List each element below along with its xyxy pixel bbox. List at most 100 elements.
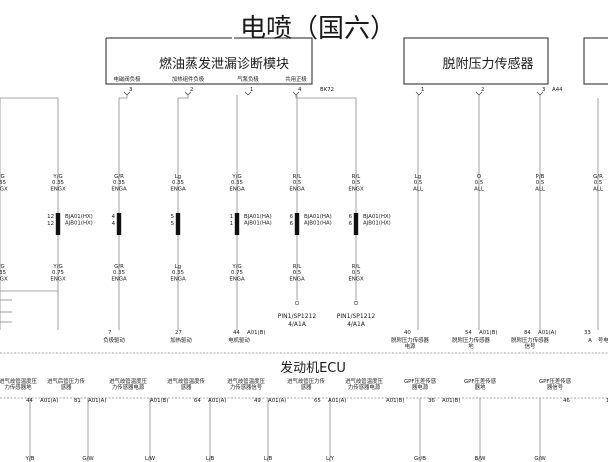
desorption-sensor-box: [403, 37, 549, 85]
inline-connector-pin: 5: [171, 214, 174, 220]
wire-spec-label: Y/G: [52, 174, 62, 180]
pin-tick: [123, 91, 131, 96]
wire-color-label: G/W: [534, 456, 546, 462]
ecu-pin-name: 脱附压力传感器: [511, 336, 549, 344]
ecu-pin-name: 器电源: [412, 383, 429, 391]
ecu-pin-name: 感器: [301, 383, 312, 391]
ecu-pin-name: GPF压差传感: [539, 377, 572, 385]
wire-spec-label: Lg: [175, 174, 181, 180]
wire-spec-label: ENGA: [111, 276, 127, 282]
inline-connector-pin: 5: [171, 221, 174, 227]
splice-point: [353, 300, 359, 306]
wire-spec-label: G/R: [593, 174, 603, 180]
pin-tick: [415, 91, 423, 96]
wire-spec-label: 0.35: [113, 270, 125, 276]
evap-pin-number: 2: [190, 87, 193, 93]
inline-connector-pin: 6: [290, 221, 294, 227]
wire: [178, 95, 189, 99]
wire-spec-label: ENGA: [229, 276, 245, 282]
wire-spec-label: 0.35: [0, 270, 6, 276]
inline-connector-name: BJA01(HA): [304, 214, 332, 220]
evap-pin-name: 气泵负极: [237, 75, 259, 83]
inline-connector: [234, 213, 240, 235]
ecu-pin-connector: A01(B): [386, 398, 404, 404]
wire-spec-label: 0.5: [293, 180, 302, 186]
desorption-pin-number: 2: [481, 87, 484, 93]
ecu-pin-connector: A01(A): [268, 398, 286, 404]
wire-spec-label: R/L: [293, 174, 302, 180]
ecu-pin-name: 进气歧管压力传: [287, 377, 325, 385]
evap-pin-name: 共用正极: [285, 75, 307, 83]
evap-pin-number: 1: [250, 87, 253, 93]
ecu-pin-name: 号电源: [598, 336, 608, 344]
ecu-pin-name: 感器: [61, 383, 72, 391]
ecu-pin-name: 地: [468, 342, 474, 350]
inline-connector: [116, 213, 122, 235]
ecu-pin-name: 进气歧管温度压: [345, 377, 383, 385]
wire-spec-label: ENGX: [348, 186, 364, 192]
wire-spec-label: 0.35: [172, 270, 184, 276]
wire-spec-label: 0.5: [352, 270, 361, 276]
ecu-pin-name: 负极驱动: [103, 336, 125, 344]
wire-spec-label: ALL: [474, 186, 484, 192]
inline-connector: [353, 213, 359, 235]
evap-pin-name: 加热组件负极: [172, 75, 205, 83]
ecu-pin-connector: A01(B): [150, 398, 168, 404]
inline-connector-name: AJB01(HX): [65, 221, 93, 227]
pin-tick: [475, 91, 483, 96]
wire-spec-label: ENGA: [170, 276, 186, 282]
wire-spec-label: G/R: [114, 174, 124, 180]
wire-spec-label: Y/G: [231, 264, 241, 270]
ecu-pin-number: 65: [314, 398, 321, 404]
ecu-pin-number: 54: [465, 330, 472, 336]
next-module-box-edge: [583, 37, 608, 85]
wire-color-label: L/B: [206, 456, 215, 462]
pin-tick: [292, 91, 300, 96]
evap-pin-name: 电磁阀负极: [114, 75, 142, 83]
ecu-pin-number: 44: [233, 330, 240, 336]
ecu-pin-name: 力传感器信号: [230, 383, 263, 391]
ecu-pin-number: 36: [428, 398, 435, 404]
ecu-pin-name: 电源: [405, 342, 416, 350]
evap-pin-number: 3: [129, 87, 132, 93]
inline-connector-pin: 6: [290, 214, 294, 220]
inline-connector-name: BJA01(HX): [363, 214, 391, 220]
inline-connector-pin: 1: [230, 214, 233, 220]
wire-spec-label: P/B: [536, 174, 545, 180]
wire-color-label: L/Y: [326, 456, 335, 462]
wire-spec-label: 0.75: [52, 270, 64, 276]
wire-spec-label: ENGA: [289, 186, 305, 192]
wire-spec-label: 0.5: [293, 270, 302, 276]
evap-module-box: [105, 37, 313, 85]
wire: [295, 95, 356, 99]
ecu-pin-name: 力传感器电源: [112, 383, 145, 391]
inline-connector-pin: 1: [230, 221, 233, 227]
ecu-pin-name: GPF压差传感: [404, 377, 437, 385]
wire-spec-label: 0.75: [231, 270, 243, 276]
pin-tick: [536, 91, 544, 96]
ecu-pin-name: 电机驱动: [228, 336, 250, 344]
ecu-label: 发动机ECU: [280, 360, 346, 376]
ecu-pin-name: 进气歧管温度压: [109, 377, 147, 385]
ecu-pin-connector: A01(A): [88, 398, 106, 404]
wire-spec-label: ENGA: [229, 186, 245, 192]
wire-spec-label: R/L: [293, 264, 302, 270]
wire-spec-label: 0.35: [0, 180, 6, 186]
splice-sub-label: 4/A1A: [347, 321, 366, 328]
wire-spec-label: Y/G: [52, 264, 62, 270]
wire-spec-label: Lg: [175, 264, 181, 270]
wire-color-label: Y/B: [25, 456, 35, 462]
wire: [119, 95, 128, 99]
wire-spec-label: R/L: [352, 264, 361, 270]
wire-spec-label: 0.35: [231, 180, 243, 186]
ecu-pin-name: 力传感器电源: [348, 383, 381, 391]
wire-color-label: L/W: [145, 456, 156, 462]
inline-connector: [55, 213, 61, 235]
wire-spec-label: R/L: [352, 174, 361, 180]
inline-connector-name: BJA01(HA): [244, 214, 272, 220]
wire-spec-label: ENGA: [170, 186, 186, 192]
wire-spec-label: Lg: [415, 174, 421, 180]
wire-spec-label: Y/G: [0, 174, 5, 180]
